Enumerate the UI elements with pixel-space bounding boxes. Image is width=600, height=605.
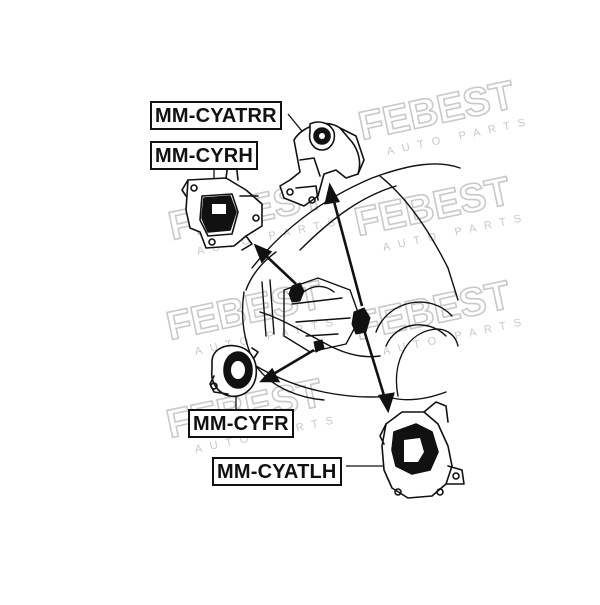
engine-detail-2: [295, 317, 351, 323]
subframe-line: [259, 311, 381, 358]
engine-mount-rear-bracket-icon: [279, 121, 365, 207]
arrow-cyatrr: [330, 193, 364, 307]
radiator-line: [261, 281, 267, 337]
arrow-cyrh: [261, 251, 297, 285]
watermark-1: FEBEST AUTO PARTS: [354, 72, 534, 158]
part-label-cyfr: MM-CYFR: [188, 409, 294, 438]
arrowhead-cyfr: [259, 367, 281, 383]
arrows: [253, 182, 395, 414]
engine-mount-front-round-icon: [209, 344, 259, 398]
arrowhead-cyatrr: [324, 182, 340, 205]
arrow-cyatlh: [362, 329, 388, 403]
hood-edge-line: [251, 163, 461, 269]
watermark-5: FEBEST AUTO PARTS: [350, 272, 530, 358]
part-label-cyatrr: MM-CYATRR: [150, 101, 282, 130]
mount-location-rear: [351, 307, 371, 335]
mount-location-front: [313, 339, 325, 353]
part-label-cyatlh: MM-CYATLH: [212, 457, 342, 486]
tire-outline: [395, 328, 459, 397]
wheel-arch-outer: [375, 301, 453, 333]
engine-block-outline: [283, 277, 361, 353]
rocker-line: [391, 391, 447, 401]
wheel-arch-inner: [385, 324, 447, 347]
engine-mount-right-hand-icon: [181, 161, 263, 251]
engine-detail-1: [291, 297, 343, 305]
engine-mount-left-hand-at-icon: [379, 401, 465, 499]
windshield-line: [379, 175, 449, 269]
car-body-illustration: [241, 163, 461, 401]
part-label-cyrh: MM-CYRH: [150, 141, 259, 170]
mount-location-right: [288, 282, 305, 303]
radiator-line-2: [269, 279, 275, 335]
arrowhead-cyrh: [253, 243, 273, 264]
watermark-3: FEBEST AUTO PARTS: [350, 168, 530, 254]
mount-locations: [288, 282, 371, 353]
door-line: [447, 267, 459, 301]
fender-top-line: [245, 251, 277, 291]
hood-inner-line: [299, 185, 397, 251]
arrowhead-cyatlh: [377, 392, 395, 414]
arrow-cyfr: [269, 348, 315, 378]
